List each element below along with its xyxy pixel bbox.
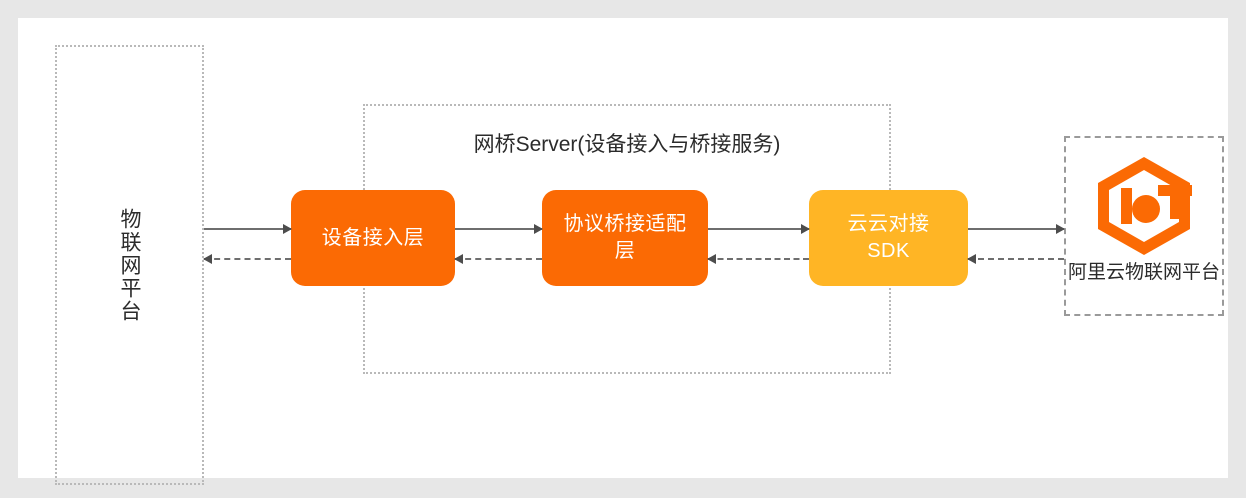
box-protocol-bridge-adapter-layer[interactable]: 协议桥接适配层 [542,190,708,286]
connector-line [968,258,1064,260]
arrow-head-left-icon [707,254,716,264]
arrow-head-right-icon [801,224,810,234]
arrow-head-right-icon [534,224,543,234]
connector-return-device-access-to-platform [203,254,291,264]
box-device-access-layer-label: 设备接入层 [321,226,425,249]
connector-line [708,258,809,260]
connector-forward-device-access-to-protocol-bridge [455,224,543,234]
arrow-head-left-icon [203,254,212,264]
iot-logo-wrapper [1066,154,1222,258]
arrow-head-right-icon [1056,224,1065,234]
box-protocol-bridge-adapter-layer-label: 协议桥接适配层 [563,213,687,262]
connector-return-protocol-bridge-to-device-access [454,254,542,264]
box-cloud-to-cloud-sdk[interactable]: 云云对接 SDK [809,190,968,286]
connector-return-aliyun-iot-to-cloud-sdk [967,254,1064,264]
iot-platform-right-label: 阿里云物联网平台 [1067,262,1220,283]
arrow-head-left-icon [967,254,976,264]
box-cloud-to-cloud-sdk-label: 云云对接 SDK [847,213,930,262]
connector-line [204,258,291,260]
connector-forward-cloud-sdk-to-aliyun-iot [968,224,1065,234]
connector-forward-protocol-bridge-to-cloud-sdk [708,224,810,234]
connector-return-cloud-sdk-to-protocol-bridge [707,254,809,264]
bridge-server-title: 网桥Server(设备接入与桥接服务) [473,133,781,156]
connector-line [968,228,1064,230]
iot-platform-left-container: 物联网平台 [55,45,204,485]
iot-hexagon-icon [1098,157,1192,255]
connector-line [204,228,291,230]
iot-platform-right-container: 阿里云物联网平台 [1064,136,1224,316]
connector-forward-platform-to-device-access [204,224,292,234]
diagram-panel: 物联网平台 网桥Server(设备接入与桥接服务) 设备接入层 协议桥接适配层 … [18,18,1228,485]
iot-platform-left-label: 物联网平台 [118,207,142,323]
box-device-access-layer[interactable]: 设备接入层 [291,190,455,286]
connector-line [455,258,542,260]
connector-line [708,228,809,230]
arrow-head-left-icon [454,254,463,264]
connector-line [455,228,542,230]
arrow-head-right-icon [283,224,292,234]
